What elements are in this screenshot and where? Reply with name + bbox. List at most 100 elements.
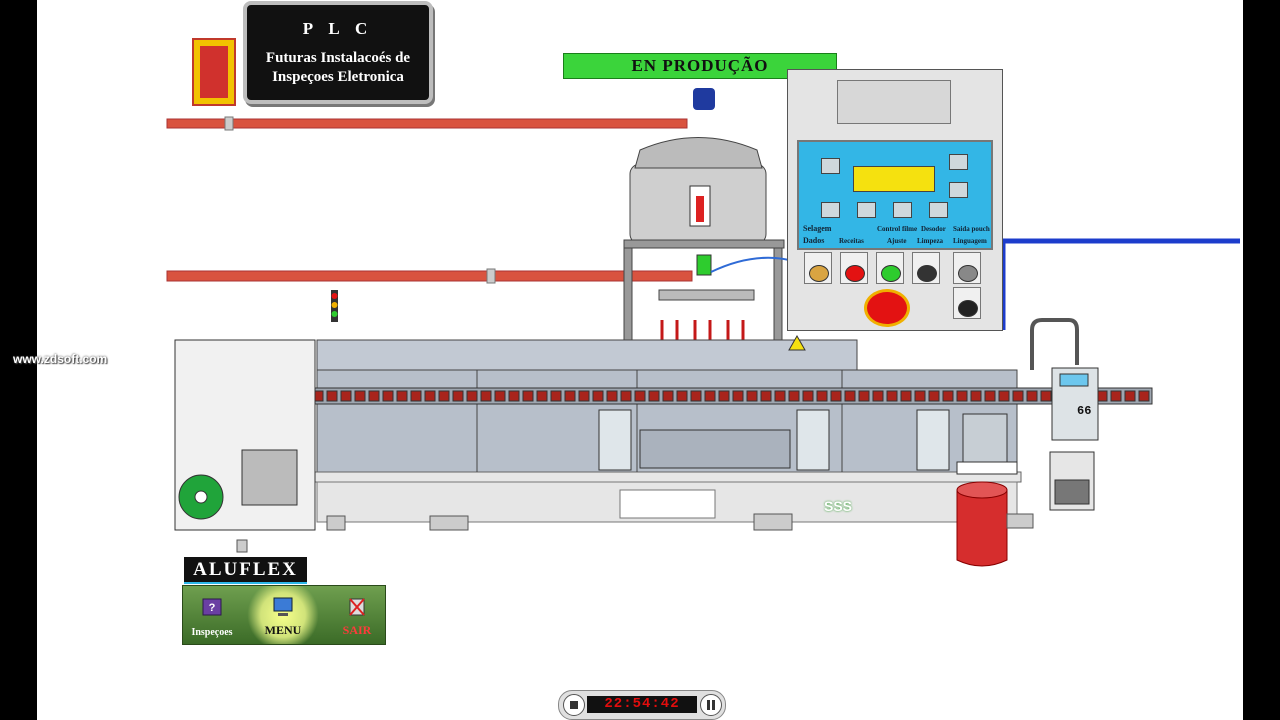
pouch bbox=[872, 390, 884, 402]
book-icon: ? bbox=[202, 598, 222, 616]
pipe-joint bbox=[486, 268, 496, 284]
bin-rim bbox=[956, 481, 1008, 499]
pouch bbox=[802, 390, 814, 402]
label-dados[interactable]: Dados bbox=[803, 236, 825, 245]
selector-switch[interactable] bbox=[912, 252, 940, 284]
pouch bbox=[774, 390, 786, 402]
pouch bbox=[942, 390, 954, 402]
pouch bbox=[746, 390, 758, 402]
pouch bbox=[522, 390, 534, 402]
indicator-lamp-red[interactable] bbox=[840, 252, 868, 284]
hmi-screen[interactable]: Selagem Control filme Desodor Saida pouc… bbox=[797, 140, 993, 250]
pouch bbox=[1124, 390, 1136, 402]
pouch bbox=[1026, 390, 1038, 402]
cylinder bbox=[598, 409, 632, 471]
indicator-lamp-amber[interactable] bbox=[804, 252, 832, 284]
tower-green-light bbox=[331, 311, 338, 317]
pouch bbox=[914, 390, 926, 402]
brand-logo: ALUFLEX bbox=[184, 557, 307, 584]
pouch bbox=[368, 390, 380, 402]
hmi-button[interactable] bbox=[949, 154, 968, 170]
pouch bbox=[382, 390, 394, 402]
pouch bbox=[900, 390, 912, 402]
stop-button[interactable] bbox=[563, 694, 585, 716]
tower-red-light bbox=[331, 293, 338, 299]
pouch bbox=[452, 390, 464, 402]
pouch bbox=[648, 390, 660, 402]
pouch bbox=[424, 390, 436, 402]
label-selagem: Selagem bbox=[803, 224, 832, 233]
tank-lid bbox=[634, 137, 763, 169]
key-switch[interactable] bbox=[953, 287, 981, 319]
playback-time: 22:54:42 bbox=[587, 696, 697, 713]
output-plate bbox=[956, 461, 1018, 475]
pouch bbox=[816, 390, 828, 402]
pouch bbox=[858, 390, 870, 402]
machine-feet bbox=[236, 513, 1034, 553]
pouch bbox=[718, 390, 730, 402]
pouch bbox=[396, 390, 408, 402]
pause-button[interactable] bbox=[700, 694, 722, 716]
pipe-upper bbox=[166, 118, 688, 129]
label-ajuste[interactable]: Ajuste bbox=[887, 237, 907, 245]
watermark: www.zdsoft.com bbox=[13, 352, 108, 366]
pouch bbox=[690, 390, 702, 402]
menu-bar: ? Inspeçoes MENU SAIR bbox=[182, 585, 386, 645]
pouch bbox=[662, 390, 674, 402]
filling-manifold bbox=[658, 289, 755, 301]
pipe-lower bbox=[166, 270, 693, 282]
label-limpeza[interactable]: Limpeza bbox=[917, 237, 944, 245]
pouch bbox=[536, 390, 548, 402]
base-hatch bbox=[619, 489, 716, 519]
menu-exit-label: SAIR bbox=[342, 623, 372, 637]
tank-leg bbox=[623, 247, 633, 341]
pouch bbox=[410, 390, 422, 402]
menu-exit-button[interactable]: SAIR bbox=[329, 586, 385, 644]
hmi-button[interactable] bbox=[929, 202, 948, 218]
menu-main-button[interactable]: MENU bbox=[243, 586, 323, 644]
label-linguagem[interactable]: Linguagem bbox=[953, 237, 987, 245]
blue-cable bbox=[1000, 238, 1240, 330]
keypad[interactable] bbox=[837, 80, 951, 124]
indicator-lamp-green[interactable] bbox=[876, 252, 904, 284]
pouch bbox=[466, 390, 478, 402]
collection-bin bbox=[956, 489, 1008, 567]
tank-valve bbox=[696, 254, 712, 276]
pouch bbox=[606, 390, 618, 402]
pouch bbox=[956, 390, 968, 402]
label-receitas[interactable]: Receitas bbox=[839, 237, 864, 245]
level-fill bbox=[696, 196, 704, 222]
hmi-button[interactable] bbox=[949, 182, 968, 198]
pouch bbox=[788, 390, 800, 402]
hmi-button[interactable] bbox=[821, 202, 840, 218]
exit-icon bbox=[349, 598, 365, 616]
pouch bbox=[480, 390, 492, 402]
pouch bbox=[438, 390, 450, 402]
emergency-stop-button[interactable] bbox=[864, 289, 910, 327]
hmi-button[interactable] bbox=[893, 202, 912, 218]
cooling-grille bbox=[1054, 479, 1090, 505]
pouch bbox=[564, 390, 576, 402]
hmi-button[interactable] bbox=[821, 158, 840, 174]
pause-icon bbox=[707, 700, 715, 710]
pouch bbox=[340, 390, 352, 402]
scada-stage: P L C Futuras Instalacoés de Inspeçoes E… bbox=[37, 0, 1243, 720]
pouch-row bbox=[186, 390, 1150, 402]
pouch bbox=[550, 390, 562, 402]
fire-extinguisher-icon bbox=[192, 38, 236, 106]
plc-header: P L C Futuras Instalacoés de Inspeçoes E… bbox=[243, 1, 433, 104]
stop-icon bbox=[570, 701, 578, 709]
selector-knob[interactable] bbox=[953, 252, 981, 284]
pouch bbox=[354, 390, 366, 402]
pouch bbox=[676, 390, 688, 402]
hmi-button[interactable] bbox=[857, 202, 876, 218]
tank-support bbox=[623, 239, 785, 249]
pouch bbox=[1110, 390, 1122, 402]
pouch bbox=[326, 390, 338, 402]
pouch bbox=[928, 390, 940, 402]
tower-yellow-light bbox=[331, 302, 338, 308]
pouch bbox=[886, 390, 898, 402]
conveyor-badge: SSS bbox=[824, 498, 853, 514]
menu-inspecoes-button[interactable]: ? Inspeçoes bbox=[183, 586, 241, 644]
cylinder bbox=[916, 409, 950, 471]
